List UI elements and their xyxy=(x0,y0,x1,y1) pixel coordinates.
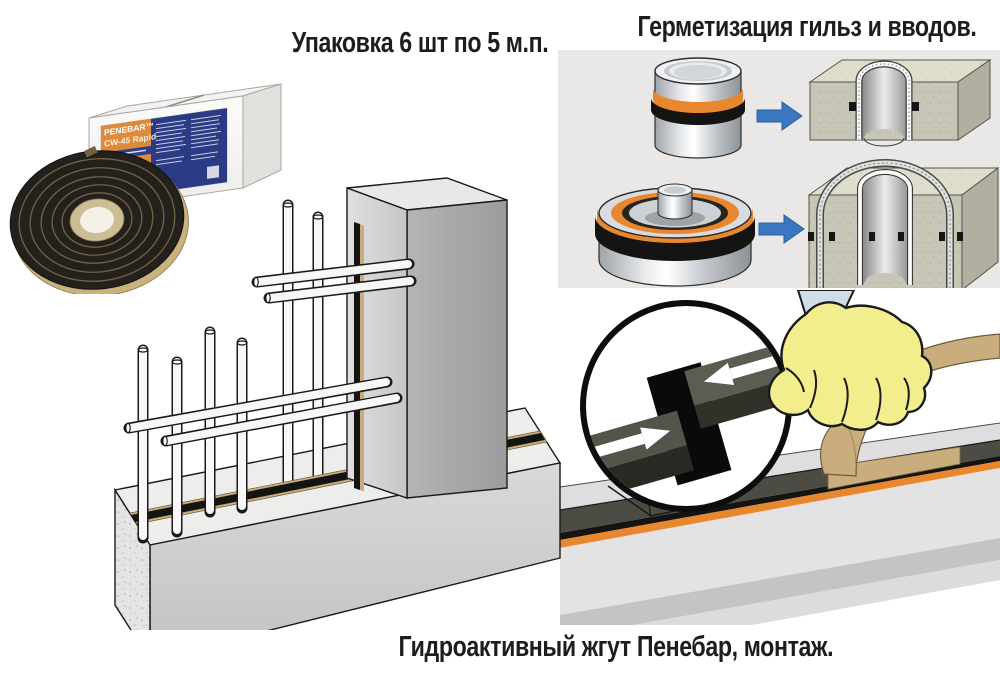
concrete-block-with-sleeve xyxy=(808,59,992,147)
foundation-illustration xyxy=(55,160,570,663)
rebar-horizontal xyxy=(123,258,417,447)
strip-coil xyxy=(9,146,189,297)
hand-applying-strip-scene xyxy=(559,289,1000,660)
strip-cross-section-marks xyxy=(808,232,963,241)
swelling-strip-black-ring xyxy=(651,98,745,125)
rebar-back xyxy=(282,199,324,492)
arrow-right-icon xyxy=(756,101,803,131)
caption-sealing-title: Герметизация гильз и вводов. xyxy=(637,11,977,43)
penebar-box-and-coil-image: PENEBAR™ CW-45 Rapid xyxy=(9,83,282,297)
caption-packaging: Упаковка 6 шт по 5 м.п. xyxy=(291,27,549,59)
swelling-strip-orange-band xyxy=(653,88,743,114)
arrow-right-icon xyxy=(758,214,805,244)
pipe-sleeve-sealing-steps xyxy=(558,50,1000,292)
sleeve-flanged-with-strip xyxy=(595,183,755,287)
foundation-joint-scene xyxy=(113,177,562,663)
gloved-hand xyxy=(767,289,933,431)
leader-line xyxy=(607,485,652,517)
swelling-strip-on-column xyxy=(354,222,360,490)
concrete-column xyxy=(346,177,508,499)
marking-line-orange xyxy=(560,461,1000,548)
strip-cross-section-mark xyxy=(912,102,919,111)
sleeve-small-with-strip xyxy=(651,57,745,159)
release-paper-on-strip xyxy=(827,446,961,490)
product-photo-illustration: PENEBAR™ CW-45 Rapid xyxy=(5,48,297,299)
application-illustration xyxy=(559,289,1000,660)
sealing-diagram-panel xyxy=(558,50,1000,293)
strip-cross-section-mark xyxy=(849,102,856,111)
concrete-block-with-domed-sleeve xyxy=(807,159,1000,292)
caption-footer: Гидроактивный жгут Пенебар, монтаж. xyxy=(398,631,834,663)
